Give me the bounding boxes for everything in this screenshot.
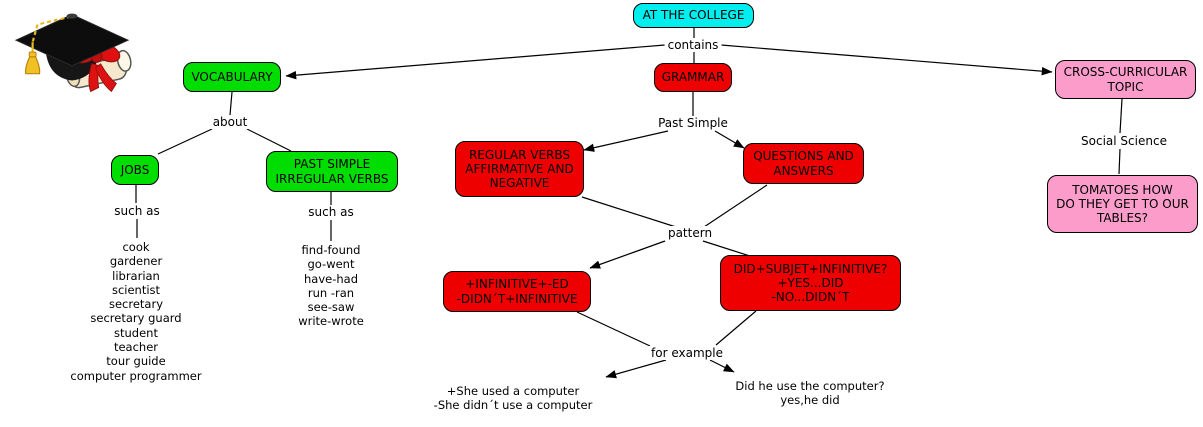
edge-socialscience-to-tomatoes xyxy=(1118,148,1121,175)
link-label-contains: contains xyxy=(664,38,722,52)
edge-affirmative-to-forexample xyxy=(576,311,651,347)
link-label-such-as-verbs: such as xyxy=(305,205,357,219)
node-jobs[interactable]: JOBS xyxy=(111,155,159,185)
edge-pattern-to-question-pattern xyxy=(702,240,754,258)
edge-pastsimple-to-regular xyxy=(583,130,669,152)
edge-regular-to-pattern xyxy=(581,196,677,228)
link-label-such-as-jobs: such as xyxy=(111,204,163,218)
edge-forexample-to-left-example xyxy=(605,359,667,379)
edge-about-to-past-simple-verbs xyxy=(246,128,292,152)
graduation-cap-image xyxy=(14,13,132,93)
edge-forexample-to-right-example xyxy=(709,359,735,373)
node-cross-curricular-topic[interactable]: CROSS-CURRICULAR TOPIC xyxy=(1055,60,1196,99)
edge-contains-to-cross-curricular xyxy=(720,44,1053,76)
link-label-past-simple: Past Simple xyxy=(655,116,731,130)
edge-cross-to-socialscience xyxy=(1119,98,1123,134)
affirmative-example-text: +She used a computer -She didn´t use a c… xyxy=(433,384,593,413)
node-past-simple-irregular-verbs[interactable]: PAST SIMPLE IRREGULAR VERBS xyxy=(266,151,398,192)
node-questions-and-answers[interactable]: QUESTIONS AND ANSWERS xyxy=(743,143,864,184)
node-affirmative-pattern[interactable]: +INFINITIVE+-ED -DIDN´T+INFINITIVE xyxy=(443,271,591,312)
irregular-verbs-example-list: find-found go-went have-had run -ran see… xyxy=(298,243,364,329)
link-label-for-example: for example xyxy=(648,346,726,360)
link-label-pattern: pattern xyxy=(664,226,716,240)
node-at-the-college[interactable]: AT THE COLLEGE xyxy=(633,3,754,28)
edge-contains-to-vocabulary xyxy=(285,44,666,80)
edge-questions-to-pattern xyxy=(703,184,768,228)
node-vocabulary[interactable]: VOCABULARY xyxy=(183,62,281,92)
node-tomatoes-topic[interactable]: TOMATOES HOW DO THEY GET TO OUR TABLES? xyxy=(1047,175,1198,233)
link-label-about: about xyxy=(209,115,251,129)
node-question-pattern[interactable]: DID+SUBJET+INFINITIVE? +YES...DID -NO...… xyxy=(720,255,901,311)
link-label-social-science: Social Science xyxy=(1078,134,1170,148)
edge-pattern-to-affirmative xyxy=(589,240,666,269)
node-grammar[interactable]: GRAMMAR xyxy=(654,63,732,92)
edge-vocabulary-to-about xyxy=(229,91,233,116)
edge-question-to-forexample xyxy=(715,310,757,346)
edge-about-to-jobs xyxy=(157,128,213,155)
jobs-example-list: cook gardener librarian scientist secret… xyxy=(70,240,202,383)
edge-pastsimple-to-questions xyxy=(714,130,745,149)
question-example-text: Did he use the computer? yes,he did xyxy=(735,379,885,408)
node-regular-verbs-affirmative-negative[interactable]: REGULAR VERBS AFFIRMATIVE AND NEGATIVE xyxy=(455,141,584,197)
